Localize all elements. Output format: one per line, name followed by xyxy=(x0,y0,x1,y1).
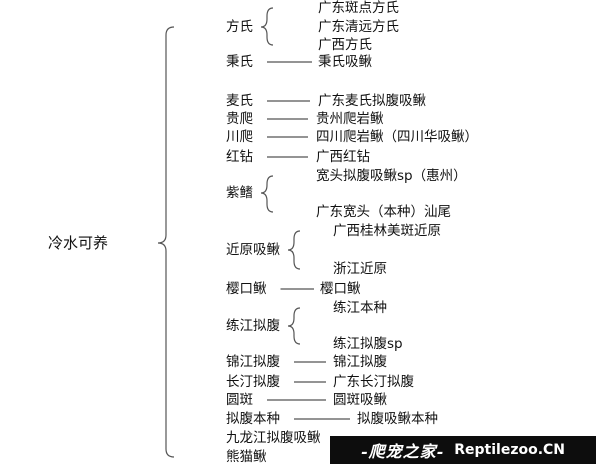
group-node: 贵爬 xyxy=(226,111,253,127)
leaf-node: 练江拟腹sp xyxy=(333,336,403,352)
group-node: 川爬 xyxy=(226,129,253,145)
group-brace xyxy=(260,175,274,213)
leaf-node: 秉氏吸鳅 xyxy=(318,54,372,70)
leaf-node: 广东清远方氏 xyxy=(318,19,399,35)
leaf-node: 广西方氏 xyxy=(318,37,372,53)
root-node: 冷水可养 xyxy=(48,234,109,252)
leaf-node: 贵州爬岩鳅 xyxy=(316,111,384,127)
leaf-node: 浙江近原 xyxy=(333,261,387,277)
leaf-node: 广西红钻 xyxy=(316,149,370,165)
watermark-cn: -爬宠之家- xyxy=(360,442,445,461)
group-node: 九龙江拟腹吸鳅 xyxy=(226,430,321,446)
leaf-node: 广东长汀拟腹 xyxy=(333,374,414,390)
leaf-node: 广东麦氏拟腹吸鳅 xyxy=(318,93,426,109)
group-node: 樱口鳅 xyxy=(226,281,267,297)
watermark-en: Reptilezoo.CN xyxy=(454,442,566,458)
watermark-logo: -爬宠之家- Reptilezoo.CN xyxy=(330,436,596,464)
group-node: 近原吸鳅 xyxy=(226,242,280,258)
group-node: 熊猫鳅 xyxy=(226,449,267,465)
leaf-node: 樱口鳅 xyxy=(320,281,361,297)
group-node: 圆斑 xyxy=(226,392,253,408)
group-node: 方氏 xyxy=(226,19,253,35)
group-node: 红钻 xyxy=(226,149,253,165)
group-node: 秉氏 xyxy=(226,54,253,70)
group-node: 锦江拟腹 xyxy=(226,354,280,370)
group-brace xyxy=(287,307,301,345)
group-node: 麦氏 xyxy=(226,93,253,109)
leaf-node: 四川爬岩鳅（四川华吸鳅） xyxy=(316,129,478,145)
leaf-node: 练江本种 xyxy=(333,300,387,316)
leaf-node: 锦江拟腹 xyxy=(333,354,387,370)
leaf-node: 广东宽头（本种）汕尾 xyxy=(316,204,451,220)
leaf-node: 广东斑点方氏 xyxy=(318,0,399,16)
leaf-node: 宽头拟腹吸鳅sp（惠州） xyxy=(316,168,467,184)
leaf-node: 圆斑吸鳅 xyxy=(333,392,387,408)
leaf-node: 拟腹吸鳅本种 xyxy=(357,411,438,427)
group-brace xyxy=(287,230,301,270)
group-node: 拟腹本种 xyxy=(226,411,280,427)
group-brace xyxy=(260,7,274,46)
group-node: 练江拟腹 xyxy=(226,318,280,334)
group-node: 紫鳍 xyxy=(226,185,253,201)
leaf-node: 广西桂林美斑近原 xyxy=(333,223,441,239)
group-node: 长汀拟腹 xyxy=(226,374,280,390)
root-brace xyxy=(157,26,175,458)
